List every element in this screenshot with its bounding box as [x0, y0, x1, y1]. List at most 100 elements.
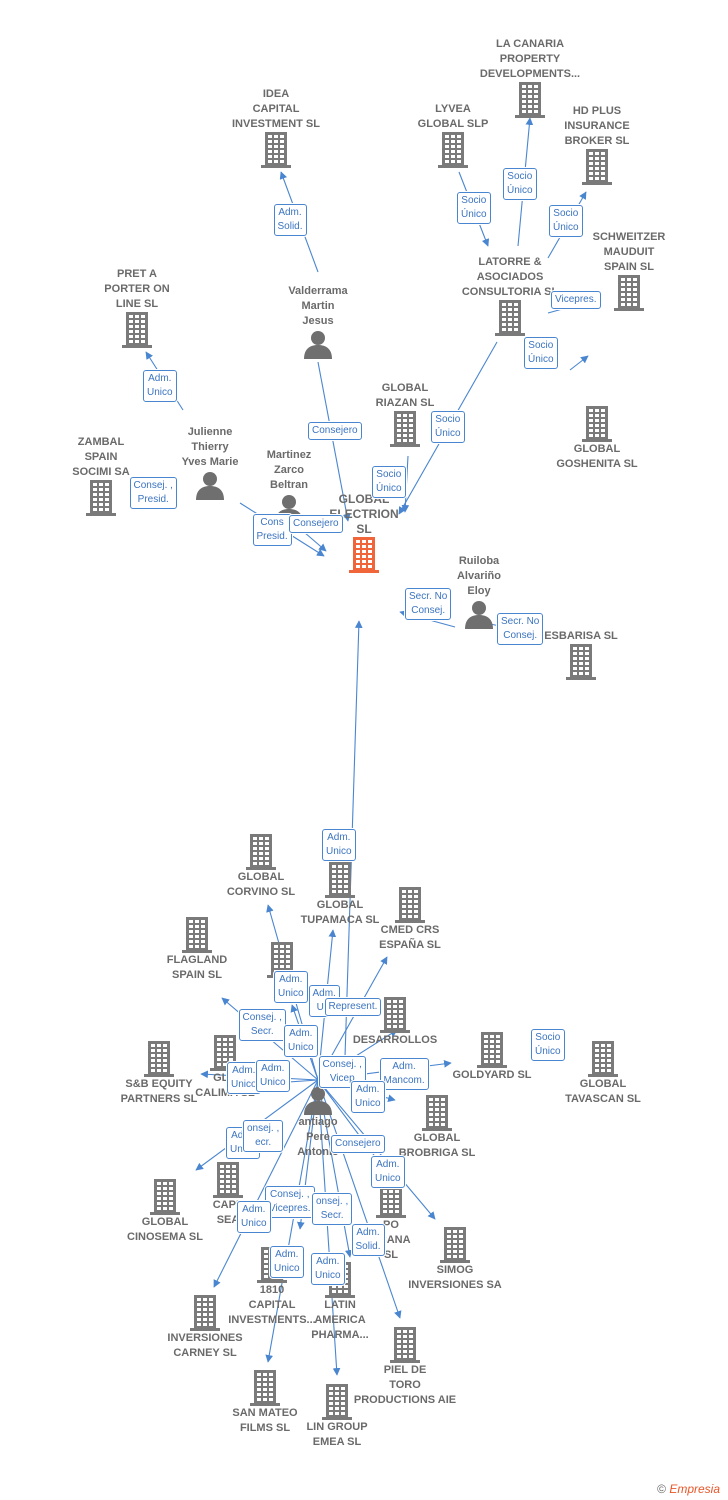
person-name: Martinez Zarco Beltran: [266, 449, 312, 491]
company-name: SIMOG INVERSIONES SA: [408, 1264, 502, 1291]
relation-badge[interactable]: Adm. Unico: [322, 829, 356, 861]
building-icon: [182, 917, 212, 953]
relation-badge[interactable]: Socio Único: [549, 205, 583, 237]
relation-badge[interactable]: Consejero: [289, 515, 343, 533]
relation-badge[interactable]: Consej. , Vicepres.: [265, 1186, 315, 1218]
relation-badge[interactable]: Socio Único: [503, 168, 537, 200]
company-node-global-electrion[interactable]: GLOBAL ELECTRION SL: [299, 492, 429, 573]
brand-name: Empresia: [669, 1482, 720, 1496]
company-name: FLAGLAND SPAIN SL: [166, 954, 228, 981]
person-node-julienne[interactable]: Julienne Thierry Yves Marie: [145, 425, 275, 500]
building-icon: [322, 1384, 352, 1420]
company-node-lin-group[interactable]: LIN GROUP EMEA SL: [272, 1384, 402, 1450]
building-icon: [515, 82, 545, 118]
main-company-icon: [349, 537, 379, 573]
building-icon: [566, 644, 596, 680]
company-node-san-mateo[interactable]: SAN MATEO FILMS SL: [200, 1370, 330, 1436]
company-node-global-cinosema[interactable]: GLOBAL CINOSEMA SL: [100, 1179, 230, 1245]
company-node-cape-sea[interactable]: CAPE SEA: [163, 1162, 293, 1228]
company-node-global-tupamaca[interactable]: GLOBAL TUPAMACA SL: [275, 862, 405, 928]
company-node-goldyard[interactable]: GOLDYARD SL: [427, 1032, 557, 1083]
company-name: GLOBAL GOSHENITA SL: [556, 443, 638, 470]
building-icon: [582, 406, 612, 442]
company-node-simog[interactable]: SIMOG INVERSIONES SA: [390, 1227, 520, 1293]
company-node-latorre[interactable]: LATORRE & ASOCIADOS CONSULTORIA SL: [445, 255, 575, 336]
company-node-flagland[interactable]: FLAGLAND SPAIN SL: [132, 917, 262, 983]
company-node-desarrollos[interactable]: DESARROLLOS: [330, 997, 460, 1048]
company-node-hd-plus[interactable]: HD PLUS INSURANCE BROKER SL: [532, 104, 662, 185]
relation-badge[interactable]: onsej. , ecr.: [243, 1120, 284, 1152]
building-icon: [395, 887, 425, 923]
company-node-sb-equity[interactable]: S&B EQUITY PARTNERS SL: [94, 1041, 224, 1107]
company-node-schweitzer[interactable]: SCHWEITZER MAUDUIT SPAIN SL: [564, 230, 694, 311]
relation-badge[interactable]: Adm. Unico: [256, 1060, 290, 1092]
relation-badge[interactable]: Adm. Solid.: [351, 1224, 385, 1256]
company-name: CAPE SEA: [212, 1199, 244, 1226]
company-node-global-tavascan[interactable]: GLOBAL TAVASCAN SL: [538, 1041, 668, 1107]
company-name: GLOBAL CORVINO SL: [226, 871, 296, 898]
company-node-global-brobriga[interactable]: GLOBAL BROBRIGA SL: [372, 1095, 502, 1161]
relation-badge[interactable]: Socio Único: [524, 337, 558, 369]
company-node-cmed[interactable]: CMED CRS ESPAÑA SL: [345, 887, 475, 953]
building-icon: [325, 862, 355, 898]
relation-badge[interactable]: Secr. No Consej.: [497, 613, 544, 645]
person-node-santiago[interactable]: antiago Pere Antonio: [253, 1085, 383, 1160]
company-node-global-goshenita[interactable]: GLOBAL GOSHENITA SL: [532, 406, 662, 472]
company-node-pret-a-porter[interactable]: PRET A PORTER ON LINE SL: [72, 267, 202, 348]
relation-badge[interactable]: Adm. Mancom.: [379, 1058, 429, 1090]
company-node-global-corvino[interactable]: GLOBAL CORVINO SL: [196, 834, 326, 900]
company-name: LATIN AMERICA PHARMA...: [311, 1299, 369, 1341]
person-node-ruiloba[interactable]: Ruiloba Alvariño Eloy: [414, 554, 544, 629]
relation-badge[interactable]: Socio Único: [457, 192, 491, 224]
company-name: IDEA CAPITAL INVESTMENT SL: [231, 88, 320, 130]
relation-edge: [401, 455, 410, 513]
company-name: ESBARISA SL: [544, 630, 618, 642]
company-node-lyvea[interactable]: LYVEA GLOBAL SLP: [388, 102, 518, 168]
relation-badge[interactable]: Adm. Unico: [270, 1246, 304, 1278]
relation-badge[interactable]: Adm. Unico: [311, 1253, 345, 1285]
relation-badge[interactable]: Adm. Unico: [227, 1062, 261, 1094]
relation-edge: [213, 1079, 319, 1288]
company-node-idea-capital[interactable]: IDEA CAPITAL INVESTMENT SL: [211, 87, 341, 168]
company-name: DESARROLLOS: [352, 1034, 438, 1046]
building-icon: [122, 312, 152, 348]
building-icon: [213, 1162, 243, 1198]
relation-badge[interactable]: Cons Presid.: [252, 514, 292, 546]
relation-badge[interactable]: Adm. Solid.: [273, 204, 307, 236]
company-node-inversiones-carney[interactable]: INVERSIONES CARNEY SL: [140, 1295, 270, 1361]
relation-edge: [569, 355, 589, 371]
relation-badge[interactable]: Socio Único: [531, 1029, 565, 1061]
building-icon: [495, 300, 525, 336]
company-name: LATORRE & ASOCIADOS CONSULTORIA SL: [461, 256, 558, 298]
relation-badge[interactable]: Adm. Unico: [371, 1156, 405, 1188]
relation-badge[interactable]: Consejero: [308, 422, 362, 440]
relation-badge[interactable]: Adm. Unico: [351, 1081, 385, 1113]
relation-badge[interactable]: Socio Único: [431, 411, 465, 443]
relation-badge[interactable]: Consej. , Presid.: [129, 477, 177, 509]
building-icon: [588, 1041, 618, 1077]
relation-badge[interactable]: Adm. Unico: [274, 971, 308, 1003]
relation-badge[interactable]: Represent.: [324, 998, 382, 1016]
relation-badge[interactable]: Vicepres.: [551, 291, 601, 309]
relation-badge[interactable]: Adm. Unico: [237, 1201, 271, 1233]
person-node-valderrama[interactable]: Valderrama Martin Jesus: [253, 284, 383, 359]
relation-badge[interactable]: Socio Único: [372, 466, 406, 498]
company-node-piel-de-toro[interactable]: PIEL DE TORO PRODUCTIONS AIE: [340, 1327, 470, 1408]
relation-badge[interactable]: Adm. Unico: [143, 370, 177, 402]
company-node-zambal[interactable]: ZAMBAL SPAIN SOCIMI SA: [36, 435, 166, 516]
company-node-esbarisa[interactable]: ESBARISA SL: [516, 629, 646, 680]
relation-badge[interactable]: Consej. , Secr.: [238, 1009, 286, 1041]
building-icon: [246, 834, 276, 870]
relation-badge[interactable]: Adm. Unico: [284, 1025, 318, 1057]
credit: © Empresia: [657, 1482, 720, 1496]
building-icon: [582, 149, 612, 185]
relation-badge[interactable]: Consejero: [331, 1135, 385, 1153]
company-name: LIN GROUP EMEA SL: [306, 1421, 368, 1448]
relation-badge[interactable]: onsej. , Secr.: [312, 1193, 353, 1225]
building-icon: [150, 1179, 180, 1215]
building-icon: [250, 1370, 280, 1406]
company-node-global-riazan[interactable]: GLOBAL RIAZAN SL: [340, 381, 470, 447]
company-node-la-canaria[interactable]: LA CANARIA PROPERTY DEVELOPMENTS...: [465, 37, 595, 118]
building-icon: [380, 997, 410, 1033]
relation-badge[interactable]: Secr. No Consej.: [405, 588, 452, 620]
